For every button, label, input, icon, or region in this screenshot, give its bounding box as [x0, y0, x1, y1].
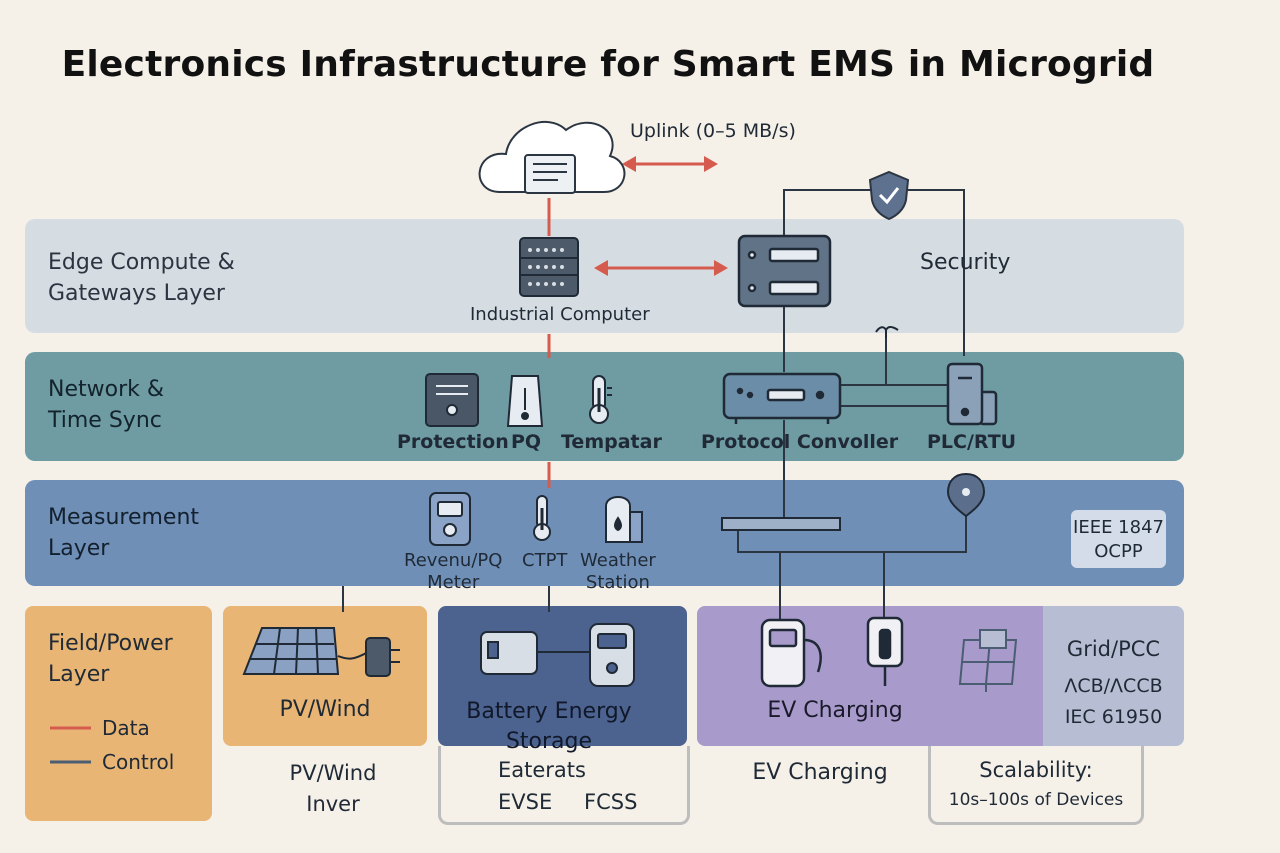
protocol-converter-icon [722, 372, 842, 424]
plc-rtu-label: PLC/RTU [927, 431, 1017, 453]
security-label: Security [920, 250, 1011, 275]
uplink-label: Uplink (0–5 MB/s) [630, 120, 796, 142]
solar-panel-icon [242, 627, 400, 677]
edge-layer-label: Edge Compute &Gateways Layer [48, 250, 235, 306]
battery-footer-label-3: FCSS [584, 790, 638, 814]
industrial-computer-label: Industrial Computer [470, 304, 650, 325]
battery-storage-card [438, 606, 687, 746]
edge-layer-band [25, 219, 1184, 333]
page-title: Electronics Infrastructure for Smart EMS… [61, 44, 1155, 85]
ev-card-label: EV Charging [767, 698, 903, 723]
grid-pcc-title: Grid/PCC [1066, 637, 1161, 661]
protection-icon [425, 373, 479, 427]
weather-station-icon [605, 496, 643, 543]
data-connectors [547, 156, 728, 488]
ev-charger-icon [760, 616, 904, 688]
revenue-meter-icon [429, 492, 471, 546]
cloud-icon [478, 120, 626, 194]
pq-label: PQ [511, 431, 542, 453]
scalability-box [928, 746, 1144, 825]
grid-standard-label: IEC 61950 [1064, 706, 1163, 728]
protection-label: Protection [397, 431, 509, 453]
grid-pcc-card [1043, 606, 1184, 746]
grid-breaker-label: ΛCB/ΛCCB [1064, 675, 1163, 697]
pv-wind-card-label: PV/Wind [279, 697, 371, 722]
battery-footer-label-2: EVSE [498, 790, 553, 814]
shield-icon [868, 170, 910, 221]
scalability-title: Scalability: [979, 758, 1093, 782]
grid-panel-icon [958, 629, 1018, 692]
network-layer-label: Network &Time Sync [48, 377, 165, 433]
ev-footer-label: EV Charging [752, 760, 888, 785]
measurement-layer-band [25, 480, 1184, 586]
busbar-icon [721, 517, 841, 531]
thermometer-icon [589, 375, 612, 424]
tempatar-label: Tempatar [561, 431, 662, 453]
location-shield-icon [946, 472, 986, 518]
battery-footer-label-1: Eaterats [498, 758, 586, 782]
field-layer-card [25, 606, 212, 821]
ctpt-icon [533, 495, 551, 541]
industrial-computer-icon [519, 237, 579, 297]
protocol-convoller-label: Protocol Convoller [701, 431, 899, 453]
scalability-value: 10s–100s of Devices [948, 790, 1124, 810]
battery-icon [480, 623, 635, 687]
plc-rtu-icon [946, 362, 998, 426]
antenna-icon [875, 326, 899, 338]
battery-footer-box [438, 746, 690, 825]
edge-server-icon [737, 234, 832, 308]
ctpt-label: CTPT [522, 550, 568, 571]
legend-data-label: Data [102, 716, 150, 740]
pq-meter-icon [506, 375, 544, 427]
legend-control-label: Control [102, 750, 175, 774]
